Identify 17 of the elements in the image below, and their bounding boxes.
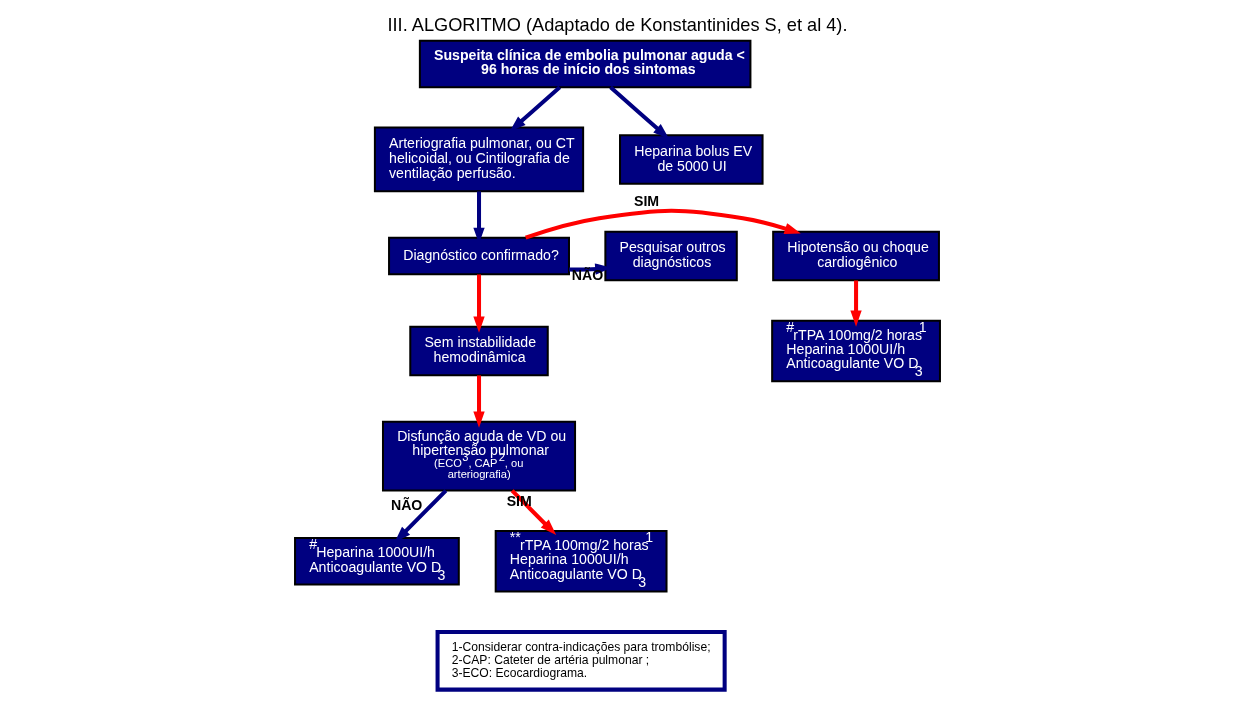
arrow	[850, 280, 862, 327]
arrow	[609, 85, 670, 139]
node-box: Hipotensão ou choque cardiogênico	[772, 230, 940, 282]
arrow	[509, 85, 562, 132]
node-box: Suspeita clínica de embolia pulmonar aguda < 96 horas de início dos sintomas	[418, 39, 752, 89]
edge-label: SIM	[633, 193, 660, 210]
node-box: Arteriografia pulmonar, ou CT helicoidal, ou Cintilografia de ventilação perfusão.	[373, 126, 585, 193]
arrow	[473, 274, 485, 333]
edge-label: NÃO	[390, 496, 423, 513]
arrow	[473, 375, 485, 428]
node-box: Sem instabilidade hemodinâmica	[409, 325, 549, 377]
arrow	[525, 208, 801, 240]
diagram-title: III. ALGORITMO (Adaptado de Konstantinides S, et al 4).	[387, 14, 848, 35]
node-box: Pesquisar outros diagnósticos	[604, 230, 738, 282]
node-box: 1-Considerar contra-indicações para trombólise; 2-CAP: Cateter de artéria pulmonar ; 3-ECO: Ecocardiograma.	[435, 630, 727, 692]
node-box: Diagnóstico confirmado?	[388, 236, 570, 276]
node-box: Heparina bolus EV de 5000 UI	[619, 134, 764, 185]
